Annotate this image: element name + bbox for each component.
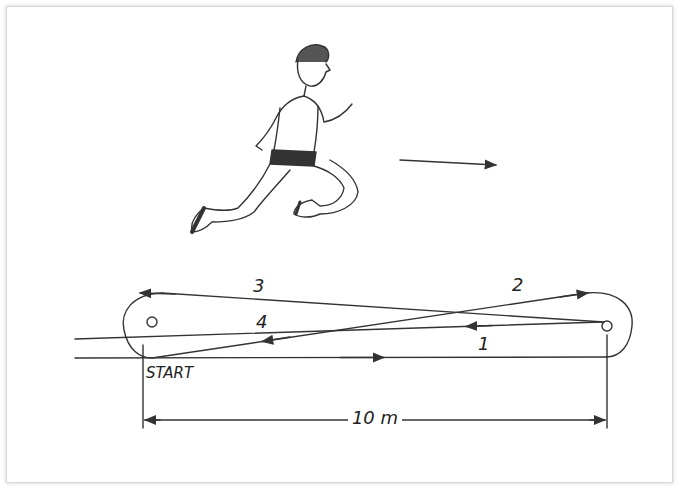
callout-number: 3 — [253, 277, 264, 295]
callout-number: 4 — [256, 313, 267, 331]
frame — [6, 6, 673, 483]
callout-number: 2 — [512, 276, 523, 294]
callout-number: 1 — [478, 335, 489, 353]
dimension-label: 10 m — [348, 408, 402, 428]
start-label: START — [146, 366, 193, 381]
